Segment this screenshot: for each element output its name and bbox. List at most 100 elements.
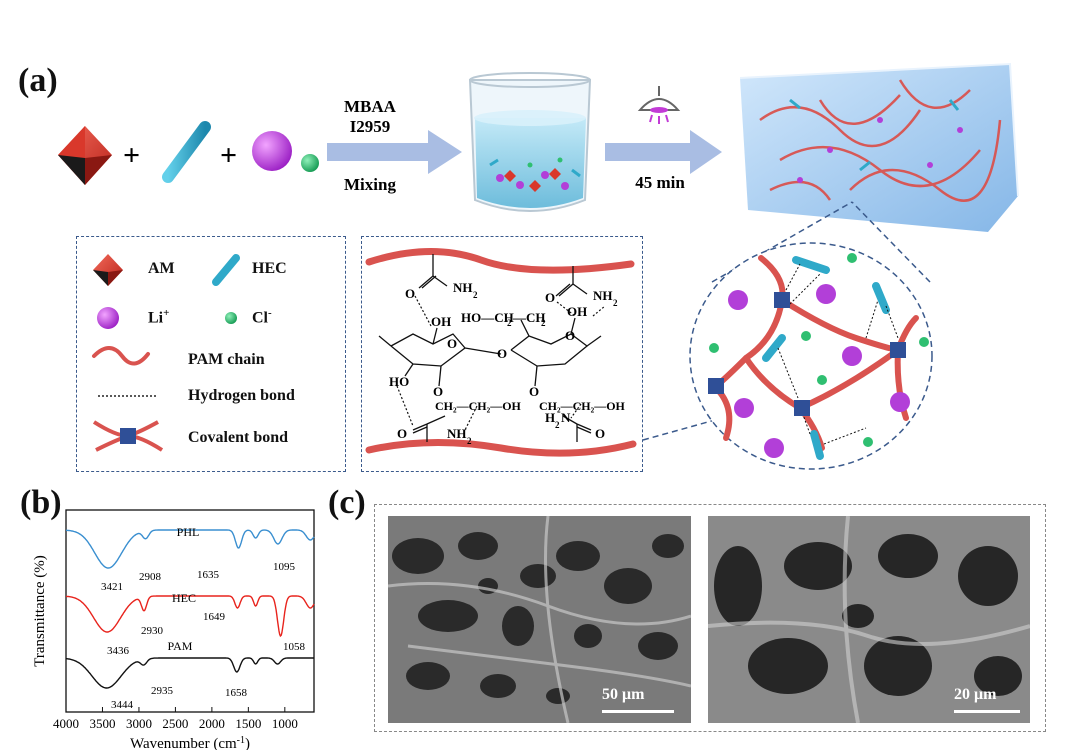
svg-text:O: O <box>397 426 407 441</box>
svg-text:NH: NH <box>453 280 473 295</box>
panel-label-c: (c) <box>328 484 366 521</box>
li-sphere-icon <box>252 131 292 171</box>
x-tick-label: 3000 <box>126 716 152 731</box>
svg-text:—CH: —CH <box>512 310 546 325</box>
scale-label-left: 50 μm <box>602 686 645 703</box>
series-label-hec: HEC <box>172 591 196 605</box>
series-label-pam: PAM <box>168 639 193 653</box>
peak-label: 1658 <box>225 687 248 699</box>
legend-label-am: AM <box>148 260 175 277</box>
svg-text:N: N <box>561 410 571 425</box>
svg-text:CH₂—CH₂—OH: CH₂—CH₂—OH <box>435 399 522 413</box>
svg-text:2: 2 <box>473 290 478 300</box>
plus-sign-1: + <box>123 139 140 172</box>
svg-text:OH: OH <box>567 304 587 319</box>
svg-text:NH: NH <box>447 426 467 441</box>
sem-image-right: 20 μm <box>708 516 1030 723</box>
plus-sign-2: + <box>220 139 237 172</box>
peak-label: 1058 <box>283 641 306 653</box>
svg-text:OH: OH <box>431 314 451 329</box>
chemical-structure: NH 2 O O NH 2 OH HO—CH 2 —CH 2 OH O O O … <box>365 247 637 457</box>
legend-li-icon <box>97 307 119 329</box>
legend-label-pam-chain: PAM chain <box>188 351 265 368</box>
x-tick-label: 1000 <box>272 716 298 731</box>
arrow-label-i2959: I2959 <box>350 117 391 136</box>
uv-lamp-icon <box>637 86 681 124</box>
sem-texture-left <box>388 516 691 723</box>
am-octahedron-icon <box>58 126 112 185</box>
peak-label: 3444 <box>111 699 134 711</box>
legend-label-hec: HEC <box>252 260 287 277</box>
svg-text:2: 2 <box>555 420 560 430</box>
peak-label: 2935 <box>151 685 174 697</box>
zoom-connectors <box>642 201 931 441</box>
peak-label: 3436 <box>107 645 130 657</box>
sem-image-left: 50 μm <box>388 516 691 723</box>
legend-icons <box>92 254 240 452</box>
svg-text:O: O <box>545 290 555 305</box>
sem-box <box>374 504 1046 732</box>
hydrogel-block-icon <box>739 62 1019 232</box>
legend-label-hydrogen-bond: Hydrogen bond <box>188 387 295 404</box>
peak-label: 2930 <box>141 625 164 637</box>
x-tick-label: 1500 <box>235 716 261 731</box>
svg-text:HO: HO <box>389 374 409 389</box>
peak-label: 1635 <box>197 569 220 581</box>
legend-label-covalent-bond: Covalent bond <box>188 429 289 446</box>
arrow-label-45min: 45 min <box>635 173 685 192</box>
legend-crosslink-icon <box>92 420 164 452</box>
peak-label: 1095 <box>273 561 296 573</box>
scale-bar-left <box>602 710 674 713</box>
panel-label-b: (b) <box>20 484 62 521</box>
svg-text:CH₂—CH₂—OH: CH₂—CH₂—OH <box>539 399 626 413</box>
peak-label: 3421 <box>101 581 123 593</box>
legend-rod-icon <box>212 254 240 286</box>
svg-text:O: O <box>565 328 575 343</box>
network-zoom-circle <box>689 242 933 470</box>
scale-label-right: 20 μm <box>954 686 997 703</box>
hec-rod-icon <box>162 121 211 183</box>
svg-text:2: 2 <box>613 298 618 308</box>
peak-label: 1649 <box>203 611 226 623</box>
svg-text:O: O <box>447 336 457 351</box>
x-tick-label: 2000 <box>199 716 225 731</box>
svg-text:NH: NH <box>593 288 613 303</box>
plot-frame <box>65 509 315 713</box>
legend-box <box>76 236 346 472</box>
svg-text:O: O <box>405 286 415 301</box>
legend-label-li: Li+ <box>148 307 170 327</box>
series-line-phl <box>66 529 315 569</box>
scale-bar-right <box>954 710 1020 713</box>
svg-text:O: O <box>433 384 443 399</box>
svg-text:O: O <box>595 426 605 441</box>
panel-label-a: (a) <box>18 62 58 99</box>
curing-arrow <box>605 130 722 174</box>
svg-text:H: H <box>545 410 555 425</box>
legend-label-cl: Cl- <box>252 307 272 327</box>
svg-text:HO—CH: HO—CH <box>461 310 514 325</box>
series-line-hec <box>65 595 315 638</box>
series-line-pam <box>65 657 314 689</box>
legend-octahedron-icon <box>93 254 123 286</box>
sem-texture-right <box>708 516 1030 723</box>
svg-text:2: 2 <box>467 436 472 446</box>
svg-text:2: 2 <box>541 318 546 328</box>
arrow-label-mbaa: MBAA <box>344 97 397 116</box>
cl-sphere-icon <box>301 154 319 172</box>
x-axis-label: Wavenumber (cm-1) <box>130 735 250 751</box>
legend-cl-icon <box>225 312 237 324</box>
legend-chain-icon <box>92 346 150 366</box>
mixing-arrow <box>327 130 462 174</box>
y-axis-label: Transmittance (%) <box>32 555 48 667</box>
structure-box <box>361 236 643 472</box>
synthesis-scheme: + + MBAA I2959 Mixing 45 min <box>58 62 1019 232</box>
x-tick-label: 2500 <box>162 716 188 731</box>
beaker-icon <box>468 72 592 212</box>
x-tick-label: 3500 <box>89 716 115 731</box>
x-tick-label: 4000 <box>53 716 79 731</box>
arrow-label-mixing: Mixing <box>344 175 396 194</box>
svg-text:2: 2 <box>507 318 512 328</box>
svg-text:O: O <box>529 384 539 399</box>
series-label-phl: PHL <box>177 525 200 539</box>
